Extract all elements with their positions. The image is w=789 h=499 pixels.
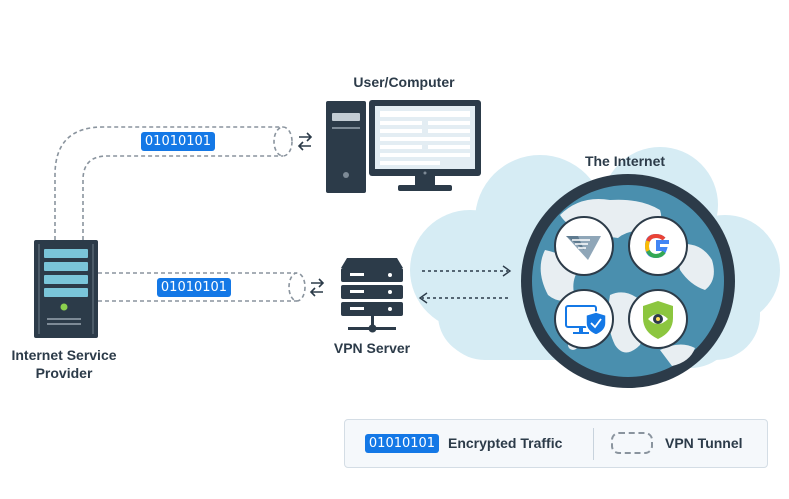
legend-vpn-tunnel: VPN Tunnel (665, 435, 743, 451)
privacy-eye-icon (628, 289, 688, 349)
computer-icon (326, 100, 481, 193)
encrypted-traffic-chip-bottom: 01010101 (157, 278, 231, 297)
user-computer-label: User/Computer (353, 74, 455, 90)
globe-icon (521, 174, 735, 388)
encrypted-traffic-chip-top: 01010101 (141, 132, 215, 151)
isp-label: Internet Service Provider (11, 347, 117, 381)
swap-arrows-icon (297, 132, 313, 151)
the-internet-label: The Internet (584, 153, 666, 169)
swap-arrows-icon (309, 278, 325, 297)
legend-encrypted-traffic: Encrypted Traffic (448, 435, 563, 451)
legend: 01010101 Encrypted Traffic VPN Tunnel (344, 419, 768, 468)
vpn-server-icon (341, 258, 403, 333)
google-icon (628, 216, 688, 276)
monitor-shield-icon (554, 289, 614, 349)
vpn-tunnel-bottom (98, 272, 306, 302)
vpn-server-label: VPN Server (333, 340, 411, 356)
server-rack-icon (34, 240, 98, 338)
vpn-logo-icon (554, 216, 614, 276)
legend-divider (593, 428, 594, 460)
legend-tunnel-icon (611, 432, 653, 454)
vpn-tunnel-top (54, 126, 293, 240)
internet-traffic-arrows (422, 270, 508, 299)
legend-chip: 01010101 (365, 434, 439, 453)
